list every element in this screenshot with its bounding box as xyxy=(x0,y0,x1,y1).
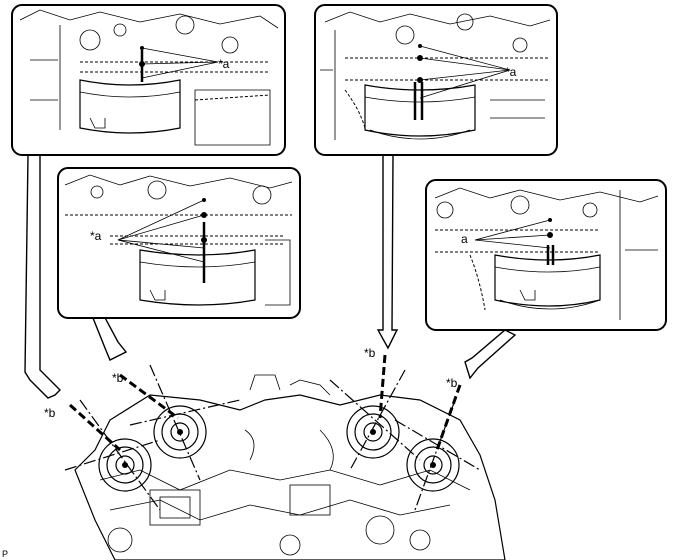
label-a-panel-3: *a xyxy=(505,65,517,79)
callout-arrow-1 xyxy=(24,154,61,399)
label-a-panel-2: *a xyxy=(90,229,102,243)
label-b-4: *b xyxy=(446,376,458,390)
callout-arrow-4 xyxy=(464,329,517,380)
sprocket-right-inner xyxy=(346,405,400,459)
sprocket-center-lines xyxy=(64,364,481,511)
corner-code: P xyxy=(2,549,8,559)
callout-arrow-2 xyxy=(92,313,128,361)
sprocket-left-outer xyxy=(98,438,152,492)
label-b-2: *b xyxy=(112,371,124,385)
label-b-1: *b xyxy=(44,406,56,420)
label-b-3: *b xyxy=(364,346,376,360)
detail-panel-4 xyxy=(425,179,667,331)
engine-block xyxy=(74,374,506,560)
sprocket-right-outer xyxy=(406,438,460,492)
label-a-panel-4: a xyxy=(461,232,468,246)
callout-arrow-3 xyxy=(376,154,399,350)
detail-panel-3 xyxy=(314,4,558,156)
timing-mark-leaders xyxy=(68,354,462,452)
label-a-panel-1: *a xyxy=(218,57,230,71)
detail-panel-1 xyxy=(11,4,286,156)
detail-panel-2 xyxy=(57,167,301,319)
